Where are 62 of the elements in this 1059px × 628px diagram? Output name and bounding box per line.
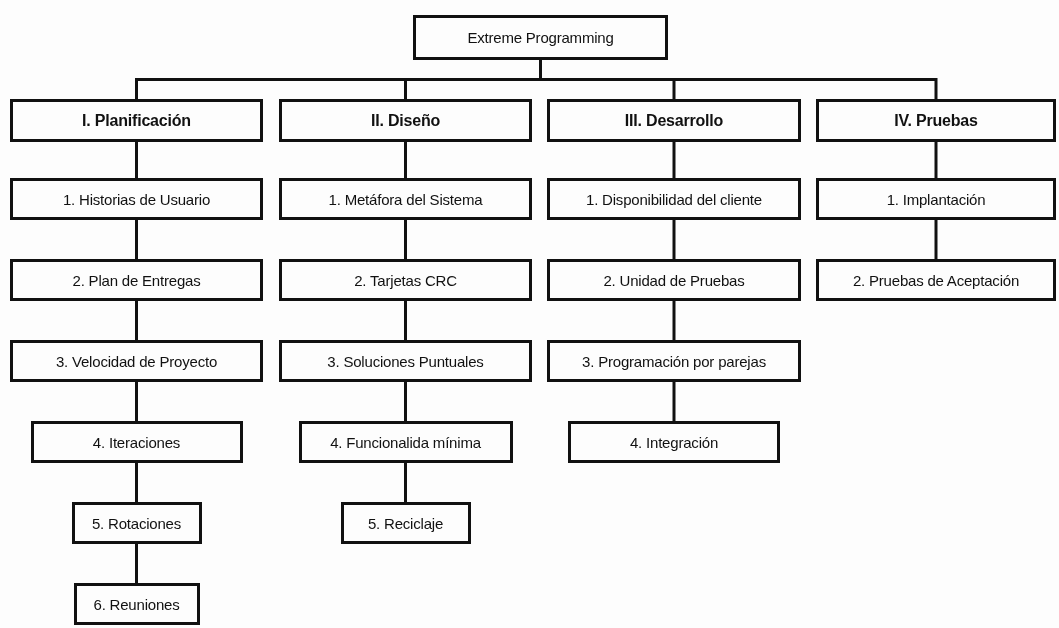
practice-box xyxy=(340,502,471,544)
connector-line xyxy=(539,60,938,99)
phase-box xyxy=(279,99,532,142)
practice-box xyxy=(547,340,801,382)
phase-box xyxy=(816,99,1056,142)
connector-line xyxy=(135,463,138,502)
practice-box xyxy=(547,178,801,220)
box-label: Extreme Programming xyxy=(467,29,614,46)
practice-box xyxy=(547,259,801,301)
connector-line xyxy=(672,142,676,178)
box-label: 5. Reciclaje xyxy=(367,514,444,532)
box-label: 5. Rotaciones xyxy=(91,514,182,532)
practice-box xyxy=(568,421,780,463)
box-label: II. Diseño xyxy=(370,111,441,130)
box-label: 3. Programación por parejas xyxy=(582,352,766,370)
box-label: 4. Funcionalida mínima xyxy=(330,433,481,451)
connector-line xyxy=(135,544,138,583)
box-label: IV. Pruebas xyxy=(894,111,978,130)
connector-line xyxy=(404,220,407,259)
practice-box xyxy=(279,259,532,301)
connector-line xyxy=(404,142,407,178)
practice-box xyxy=(10,178,263,220)
connector-line xyxy=(934,142,938,178)
root-box xyxy=(413,15,668,60)
box-label: III. Desarrollo xyxy=(624,111,724,130)
practice-box xyxy=(10,259,263,301)
connector-line xyxy=(672,220,676,259)
practice-box xyxy=(816,178,1056,220)
box-label: 1. Disponibilidad del cliente xyxy=(586,190,762,208)
practice-box xyxy=(73,583,200,625)
box-label: 6. Reuniones xyxy=(93,595,180,613)
phase-box xyxy=(10,99,263,142)
practice-box xyxy=(279,340,532,382)
box-label: 2. Tarjetas CRC xyxy=(354,271,457,289)
connector-line xyxy=(672,301,676,340)
connector-line xyxy=(135,382,138,421)
connector-line xyxy=(404,382,407,421)
connector-line xyxy=(934,220,938,259)
box-label: 1. Historias de Usuario xyxy=(62,190,211,208)
connector-line xyxy=(135,301,138,340)
connector-line xyxy=(135,220,138,259)
connector-line xyxy=(404,301,407,340)
phase-box xyxy=(547,99,801,142)
practice-box xyxy=(30,421,243,463)
practice-box xyxy=(71,502,202,544)
practice-box xyxy=(816,259,1056,301)
box-label: I. Planificación xyxy=(82,111,191,130)
connector-line xyxy=(672,382,676,421)
practice-box xyxy=(279,178,532,220)
practice-box xyxy=(298,421,513,463)
connector-line xyxy=(404,463,407,502)
practice-box xyxy=(10,340,263,382)
box-label: 2. Pruebas de Aceptación xyxy=(852,271,1020,289)
box-label: 1. Metáfora del Sistema xyxy=(328,190,483,208)
box-label: 4. Iteraciones xyxy=(92,433,181,451)
box-label: 1. Implantación xyxy=(886,190,986,208)
box-label: 2. Plan de Entregas xyxy=(72,271,201,289)
box-label: 4. Integración xyxy=(629,433,719,451)
box-label: 3. Soluciones Puntuales xyxy=(327,352,484,370)
box-label: 3. Velocidad de Proyecto xyxy=(55,352,218,370)
box-label: 2. Unidad de Pruebas xyxy=(603,271,745,289)
connector-line xyxy=(135,142,138,178)
